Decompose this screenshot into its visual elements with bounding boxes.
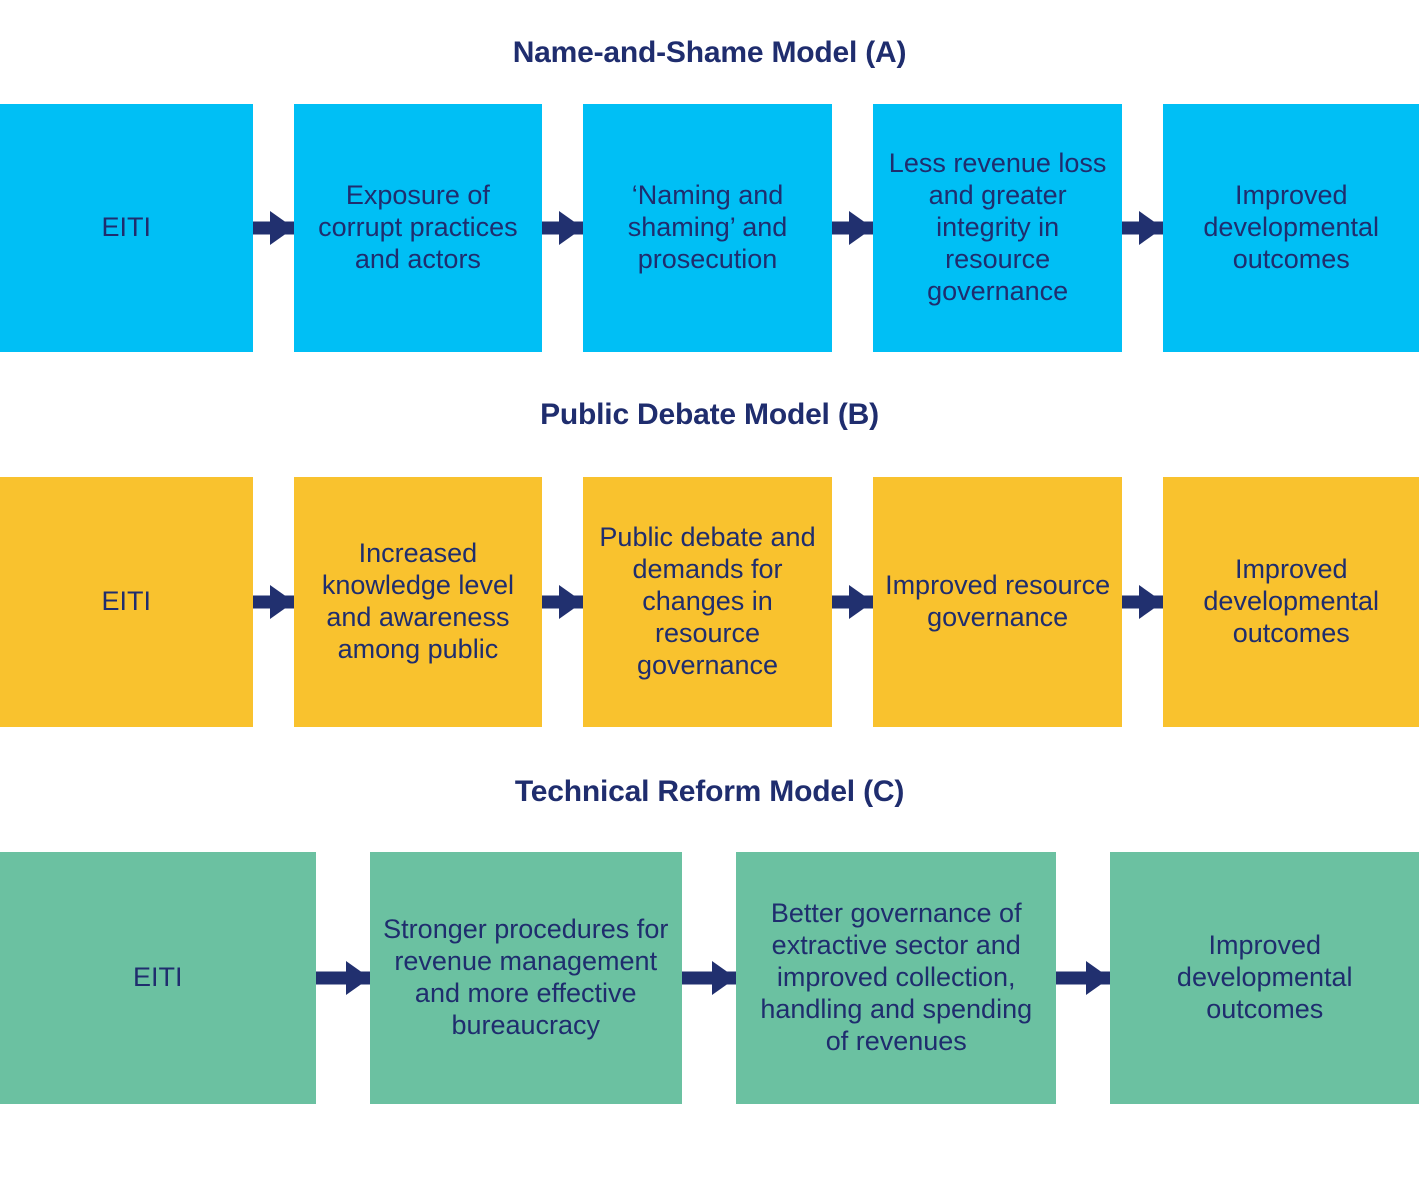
model-b-flow-row: EITI Increased knowledge level and aware… bbox=[0, 477, 1419, 727]
model-c-node-1-label: EITI bbox=[132, 962, 183, 993]
model-a-node-1: EITI bbox=[0, 104, 253, 352]
model-a-arrow-3 bbox=[831, 104, 873, 352]
model-b-node-1: EITI bbox=[0, 477, 253, 727]
model-b-node-1-label: EITI bbox=[101, 586, 152, 617]
arrow-head-icon bbox=[848, 585, 873, 619]
arrow-head-icon bbox=[559, 585, 584, 619]
model-c-node-3-label: Better governance of extractive sector a… bbox=[760, 898, 1033, 1056]
model-b-node-5: Improved developmental outcomes bbox=[1163, 477, 1419, 727]
model-a-node-1-label: EITI bbox=[101, 212, 152, 243]
arrow-head-icon bbox=[269, 211, 294, 245]
arrow-head-icon bbox=[269, 585, 294, 619]
model-b-arrow-1 bbox=[252, 477, 294, 727]
model-a-node-4: Less revenue loss and greater integrity … bbox=[872, 104, 1123, 352]
model-c-node-2-label: Stronger procedures for revenue manageme… bbox=[383, 914, 669, 1040]
model-b-node-3-label: Public debate and demands for changes in… bbox=[599, 522, 816, 680]
model-c-node-4: Improved developmental outcomes bbox=[1110, 852, 1419, 1104]
arrow-head-icon bbox=[559, 211, 584, 245]
model-b-node-5-label: Improved developmental outcomes bbox=[1203, 554, 1380, 648]
model-c-flow-row: EITI Stronger procedures for revenue man… bbox=[0, 852, 1419, 1104]
model-b-arrow-3 bbox=[831, 477, 873, 727]
model-a-flow-row: EITI Exposure of corrupt practices and a… bbox=[0, 104, 1419, 352]
model-a-node-3: ‘Naming and shaming’ and prosecution bbox=[583, 104, 832, 352]
model-c-node-2: Stronger procedures for revenue manageme… bbox=[369, 852, 682, 1104]
model-c-node-4-label: Improved developmental outcomes bbox=[1176, 930, 1353, 1024]
model-b-title: Public Debate Model (B) bbox=[540, 398, 879, 431]
arrow-head-icon bbox=[345, 961, 370, 995]
model-a-title: Name-and-Shame Model (A) bbox=[512, 36, 907, 69]
model-a-arrow-2 bbox=[542, 104, 584, 352]
arrow-head-icon bbox=[1086, 961, 1111, 995]
model-b-node-2-label: Increased knowledge level and awareness … bbox=[321, 538, 514, 664]
model-c-node-3: Better governance of extractive sector a… bbox=[736, 852, 1057, 1104]
model-b-node-4: Improved resource governance bbox=[872, 477, 1123, 727]
model-a-node-4-label: Less revenue loss and greater integrity … bbox=[888, 148, 1107, 306]
model-b-node-4-label: Improved resource governance bbox=[885, 570, 1111, 632]
model-b-node-3: Public debate and demands for changes in… bbox=[583, 477, 832, 727]
model-b-arrow-4 bbox=[1122, 477, 1164, 727]
model-b-node-2: Increased knowledge level and awareness … bbox=[293, 477, 543, 727]
model-a-arrow-4 bbox=[1122, 104, 1164, 352]
model-a-node-3-label: ‘Naming and shaming’ and prosecution bbox=[627, 180, 788, 274]
arrow-head-icon bbox=[712, 961, 736, 995]
model-a-node-5-label: Improved developmental outcomes bbox=[1203, 180, 1380, 274]
model-a-arrow-1 bbox=[252, 104, 294, 352]
arrow-head-icon bbox=[1139, 585, 1164, 619]
model-a-node-2: Exposure of corrupt practices and actors bbox=[293, 104, 543, 352]
model-a-node-2-label: Exposure of corrupt practices and actors bbox=[318, 180, 518, 274]
arrow-head-icon bbox=[848, 211, 873, 245]
model-a-node-5: Improved developmental outcomes bbox=[1163, 104, 1419, 352]
model-c-node-1: EITI bbox=[0, 852, 316, 1104]
arrow-head-icon bbox=[1139, 211, 1164, 245]
model-c-arrow-3 bbox=[1056, 852, 1111, 1104]
model-c-arrow-2 bbox=[682, 852, 736, 1104]
model-b-arrow-2 bbox=[542, 477, 584, 727]
model-c-arrow-1 bbox=[315, 852, 370, 1104]
model-c-title: Technical Reform Model (C) bbox=[514, 775, 905, 808]
